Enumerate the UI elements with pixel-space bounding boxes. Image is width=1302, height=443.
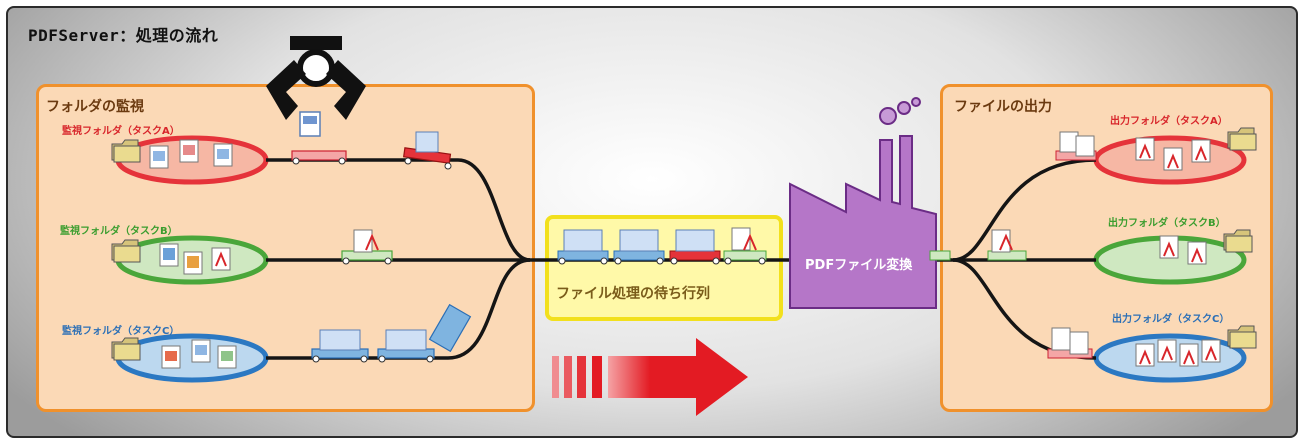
pdf-document-icon — [1179, 343, 1199, 367]
document-icon — [149, 145, 169, 169]
folder-icon — [1227, 127, 1257, 151]
pdf-document-icon — [1157, 339, 1177, 363]
carts-track-a — [291, 131, 452, 170]
document-icon — [213, 143, 233, 167]
pdf-document-icon — [211, 247, 231, 271]
pdf-document-icon — [1135, 137, 1155, 161]
pdf-document-icon — [1135, 343, 1155, 367]
track-a-in — [266, 158, 531, 262]
pdf-document-icon — [1201, 339, 1221, 363]
output-carts — [929, 131, 1097, 359]
diagram-frame: PDFServer：処理の流れ フォルダの監視 ファイルの出力 — [6, 6, 1298, 438]
direction-arrow-icon — [552, 338, 748, 416]
document-icon — [161, 345, 181, 369]
track-c-in — [266, 258, 531, 360]
diagram-title: PDFServer：処理の流れ — [28, 26, 219, 45]
output-pdf-documents — [1135, 137, 1221, 367]
folder-icon — [1227, 325, 1257, 349]
pdf-document-icon — [1159, 235, 1179, 259]
pdf-document-icon — [1187, 241, 1207, 265]
document-icon — [179, 139, 199, 163]
folder-icon — [111, 337, 141, 361]
document-icon — [191, 339, 211, 363]
document-icon — [159, 243, 179, 267]
output-folder-c-label: 出力フォルダ（タスクC） — [1112, 314, 1230, 325]
monitor-folder-a-label: 監視フォルダ（タスクA） — [62, 126, 180, 137]
monitor-folder-c-label: 監視フォルダ（タスクC） — [62, 326, 180, 337]
output-panel-title: ファイルの出力 — [954, 99, 1052, 115]
grabber-arm-icon — [266, 36, 366, 137]
folder-icon — [1223, 229, 1253, 253]
monitor-documents — [149, 139, 237, 369]
output-folder-icons — [1223, 127, 1257, 349]
queue-carts — [557, 227, 767, 265]
document-icon — [183, 251, 203, 275]
pdf-document-icon — [1191, 139, 1211, 163]
queue-label: ファイル処理の待ち行列 — [556, 286, 710, 302]
folder-icon — [111, 139, 141, 163]
monitor-folder-b-label: 監視フォルダ（タスクB） — [60, 226, 178, 237]
factory-icon — [789, 97, 937, 309]
output-folder-b-label: 出力フォルダ（タスクB） — [1108, 218, 1226, 229]
output-folder-a-label: 出力フォルダ（タスクA） — [1110, 116, 1228, 127]
folder-icon — [111, 239, 141, 263]
carts-track-c — [311, 303, 472, 363]
monitor-folder-icons — [111, 139, 141, 361]
carts-track-b — [341, 229, 393, 265]
document-icon — [217, 345, 237, 369]
converter-label: PDFファイル変換 — [805, 258, 913, 273]
monitor-panel-title: フォルダの監視 — [46, 99, 144, 115]
flow-diagram — [111, 36, 1257, 416]
pdf-document-icon — [1163, 147, 1183, 171]
track-a-out — [952, 158, 1097, 262]
